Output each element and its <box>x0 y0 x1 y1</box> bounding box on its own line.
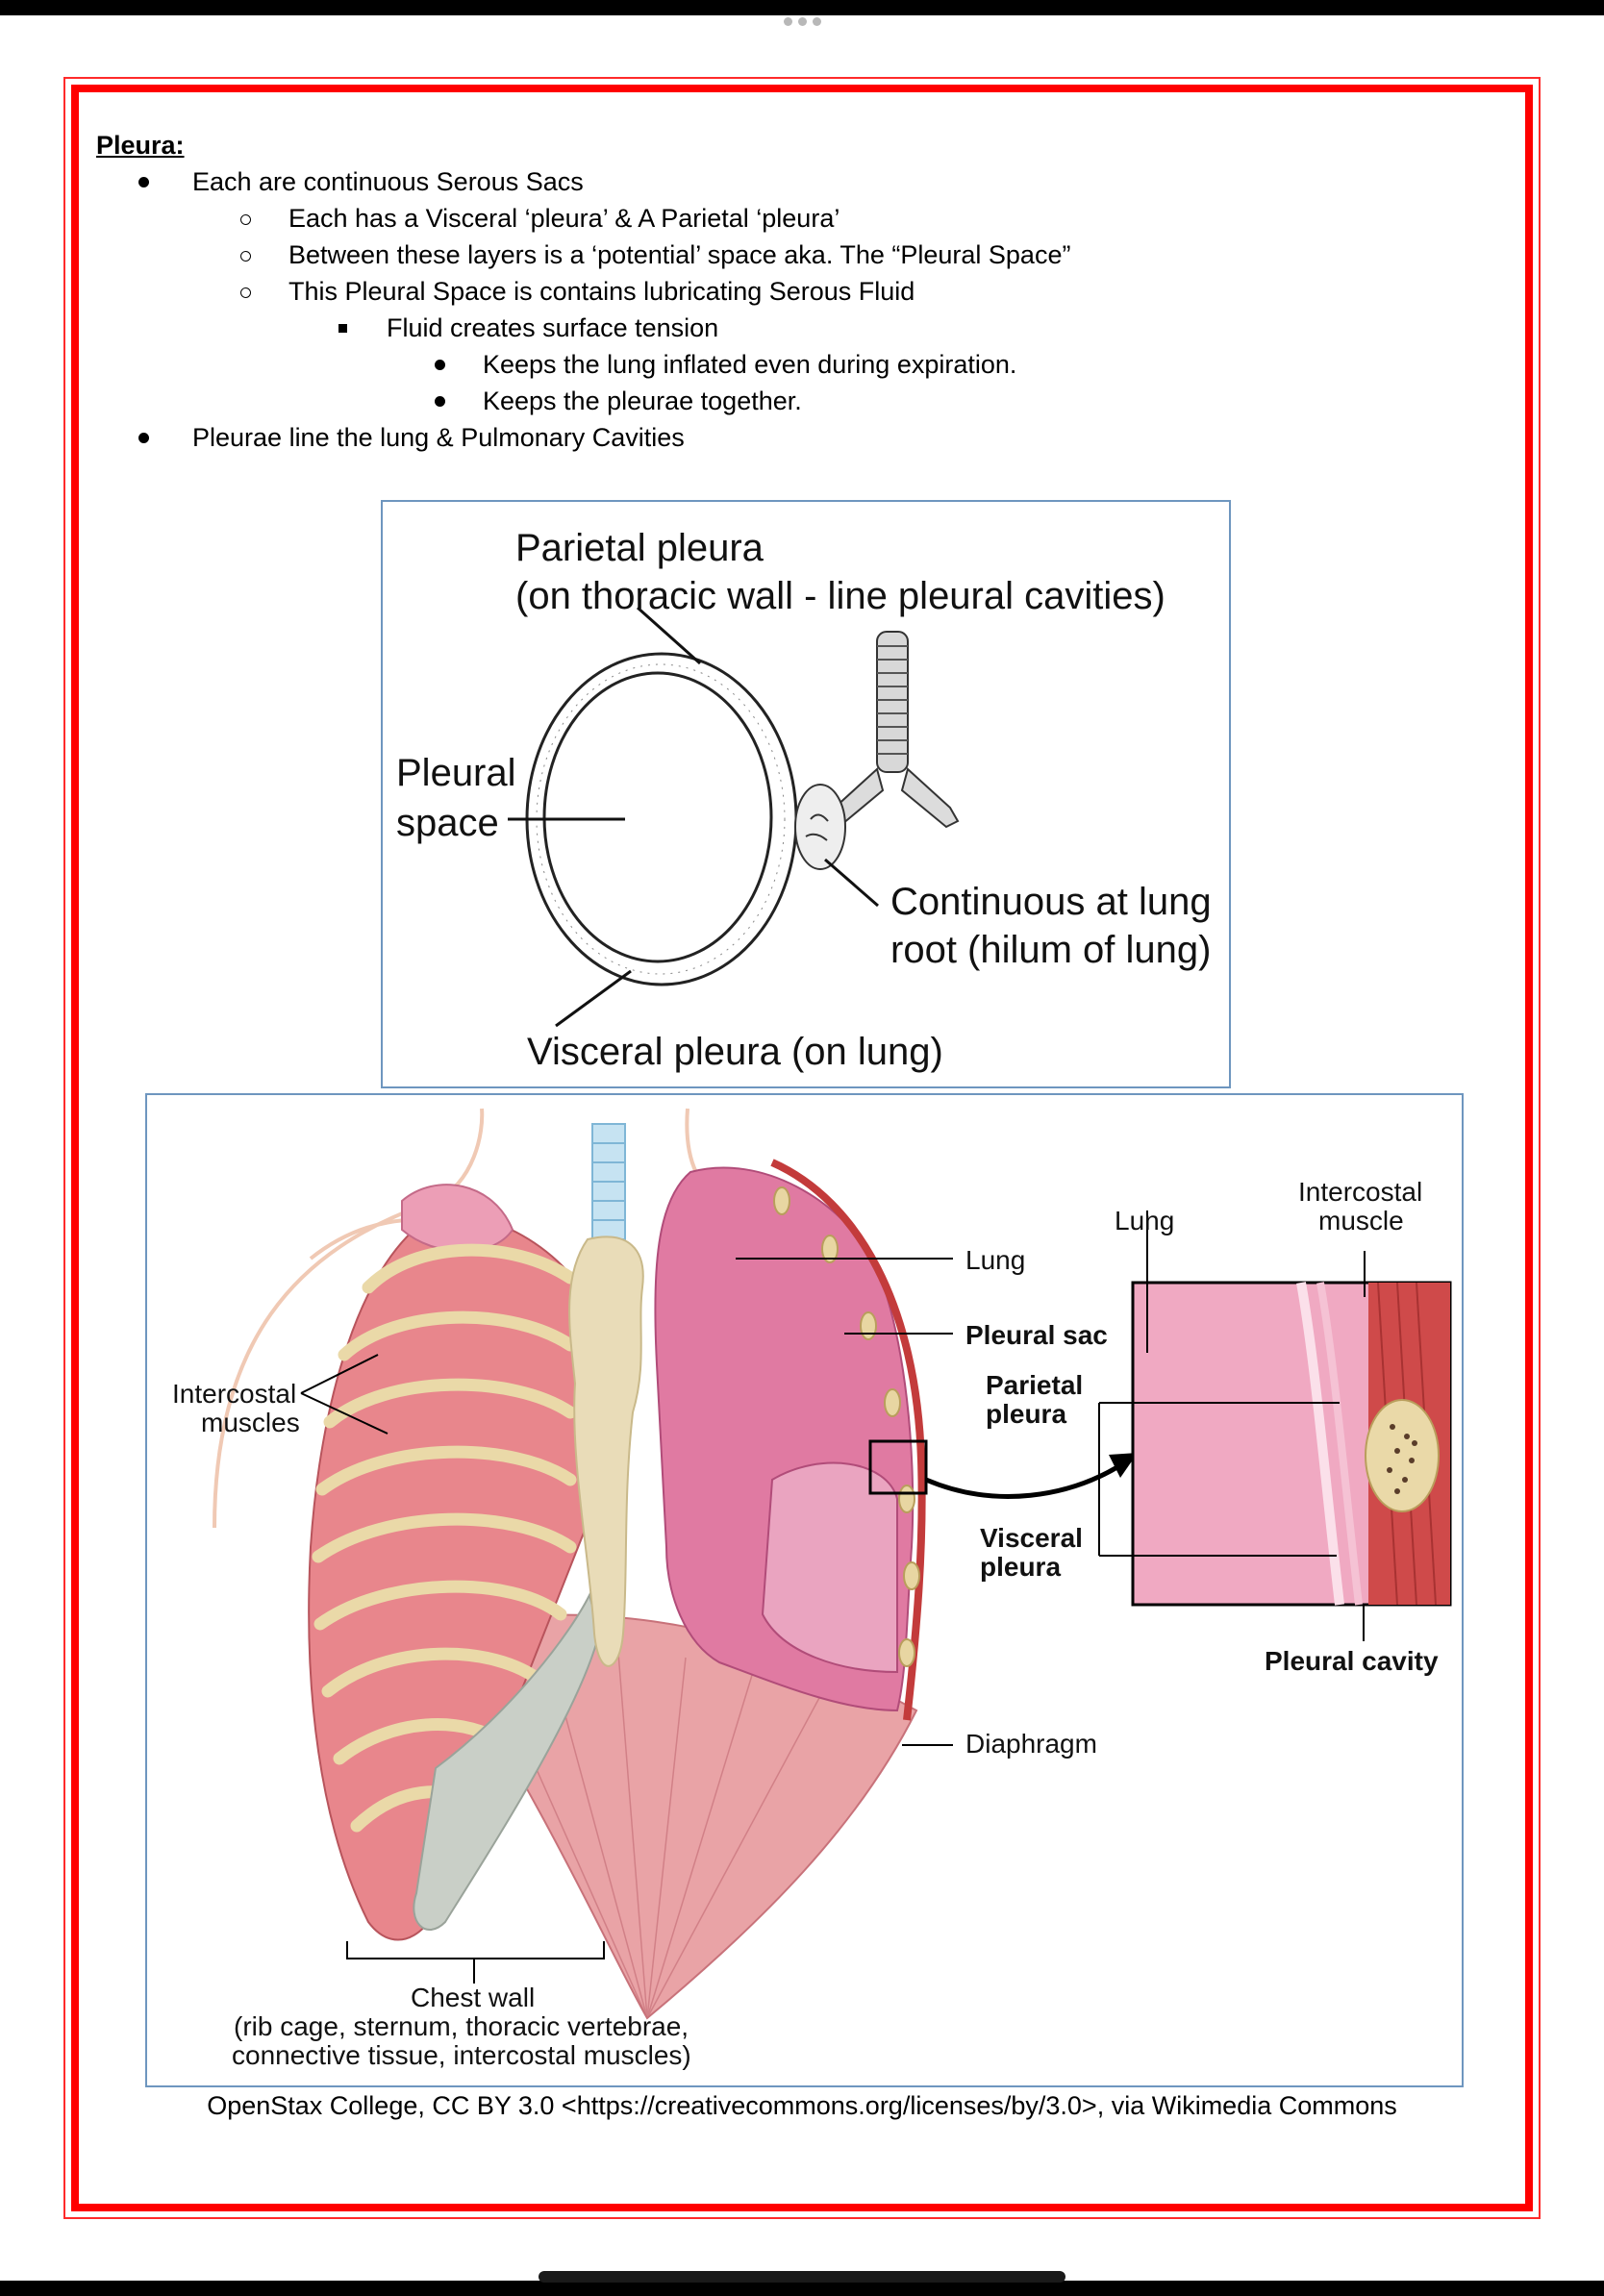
continuous-label-line2: root (hilum of lung) <box>890 929 1212 971</box>
thorax-illustration-figure: Intercostal muscles Lung Pleural sac Par… <box>145 1093 1464 2087</box>
chest-wall-sublabel-1: (rib cage, sternum, thoracic vertebrae, <box>234 2011 689 2041</box>
bullet-circle-icon <box>240 251 251 262</box>
visceral-pleura-label: Visceral pleura (on lung) <box>527 1031 943 1073</box>
parietal-pleura-label-line2: pleura <box>986 1399 1067 1429</box>
list-item-text: Fluid creates surface tension <box>387 313 719 342</box>
bullet-square-icon <box>338 324 347 333</box>
parietal-pleura-label: Parietal <box>986 1370 1084 1400</box>
inset-intercostal-muscle-label: Intercostal <box>1298 1177 1423 1207</box>
chest-wall-sublabel-2: connective tissue, intercostal muscles) <box>232 2040 691 2070</box>
bullet-circle-icon <box>240 287 251 298</box>
list-item: Each has a Visceral ‘pleura’ & A Parieta… <box>96 200 1462 237</box>
bullet-disc-icon <box>138 177 149 187</box>
inset-intercostal-muscle-label-line2: muscle <box>1318 1206 1404 1235</box>
diaphragm-label: Diaphragm <box>965 1729 1097 1759</box>
intercostal-muscles-label: Intercostal <box>172 1379 297 1409</box>
list-item-text: Between these layers is a ‘potential’ sp… <box>288 240 1071 269</box>
bullet-disc-icon <box>138 433 149 443</box>
chest-wall-label: Chest wall <box>411 1983 536 2012</box>
list-item: Keeps the pleurae together. <box>96 383 1462 419</box>
pleural-space-label-line2: space <box>396 802 499 844</box>
bullet-circle-icon <box>240 214 251 225</box>
list-item: Fluid creates surface tension <box>96 310 1462 346</box>
home-indicator[interactable] <box>539 2271 1065 2283</box>
bottom-bar <box>0 2281 1604 2296</box>
pleural-space-label: Pleural <box>396 752 516 794</box>
image-credit: OpenStax College, CC BY 3.0 <https://cre… <box>207 2091 1397 2120</box>
list-item-text: This Pleural Space is contains lubricati… <box>288 277 915 306</box>
intercostal-muscles-label-line2: muscles <box>201 1408 300 1437</box>
list-item-text: Each has a Visceral ‘pleura’ & A Parieta… <box>288 204 840 233</box>
notes-section: Pleura: Each are continuous Serous Sacs … <box>96 127 1462 456</box>
pleura-schematic-figure: Parietal pleura (on thoracic wall - line… <box>381 500 1231 1088</box>
page-border-outer <box>63 77 1541 2219</box>
pleura-schematic-drawing <box>508 606 960 1028</box>
lung-label: Lung <box>965 1245 1026 1275</box>
pleural-sac-label: Pleural sac <box>965 1320 1108 1350</box>
notes-title-row: Pleura: <box>96 127 1462 163</box>
list-item: Each are continuous Serous Sacs <box>96 163 1462 200</box>
list-item: Between these layers is a ‘potential’ sp… <box>96 237 1462 273</box>
list-item-text: Pleurae line the lung & Pulmonary Caviti… <box>192 423 685 452</box>
continuous-label: Continuous at lung <box>890 881 1212 923</box>
list-item: Keeps the lung inflated even during expi… <box>96 346 1462 383</box>
thorax-illustration-drawing <box>213 1108 1452 2020</box>
visceral-pleura-label: Visceral <box>980 1523 1083 1553</box>
bullet-disc-icon <box>435 360 445 370</box>
list-item-text: Keeps the lung inflated even during expi… <box>483 350 1017 379</box>
parietal-pleura-sublabel: (on thoracic wall - line pleural cavitie… <box>515 575 1165 617</box>
visceral-pleura-label-line2: pleura <box>980 1552 1062 1582</box>
page-border <box>71 85 1533 2211</box>
top-status-bar <box>0 0 1604 15</box>
pleural-cavity-label: Pleural cavity <box>1265 1646 1439 1676</box>
inset-lung-label: Lung <box>1115 1206 1175 1235</box>
bullet-disc-icon <box>435 396 445 407</box>
list-item: This Pleural Space is contains lubricati… <box>96 273 1462 310</box>
more-options-icon[interactable] <box>779 13 825 29</box>
list-item-text: Keeps the pleurae together. <box>483 387 802 415</box>
parietal-pleura-label: Parietal pleura <box>515 527 764 569</box>
list-item-text: Each are continuous Serous Sacs <box>192 167 584 196</box>
page-title: Pleura: <box>96 131 185 160</box>
list-item: Pleurae line the lung & Pulmonary Caviti… <box>96 419 1462 456</box>
